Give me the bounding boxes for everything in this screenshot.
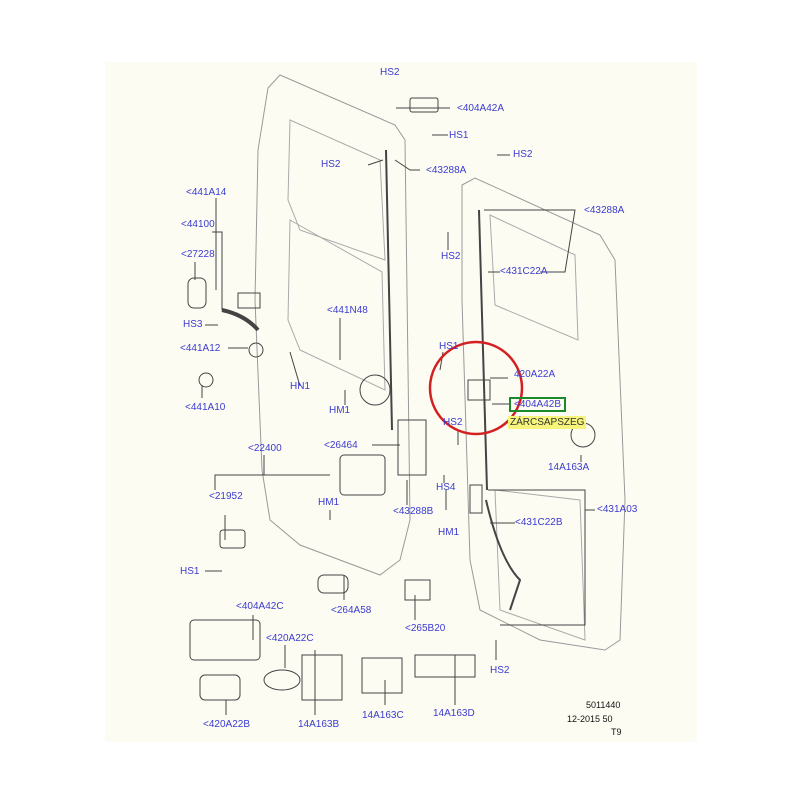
right-door-window-lower xyxy=(494,489,586,641)
label-HS3[interactable]: HS3 xyxy=(183,319,203,330)
latch-part-22400 xyxy=(339,454,386,496)
left-door-window-upper xyxy=(287,119,386,261)
diagram-panel xyxy=(105,62,697,742)
label-HS1[interactable]: HS1 xyxy=(449,130,469,141)
label-HN1[interactable]: HN1 xyxy=(290,381,311,392)
label-441A14[interactable]: <441A14 xyxy=(186,187,227,198)
left-rod xyxy=(385,149,393,431)
part-44100 xyxy=(221,308,260,332)
label-441A12[interactable]: <441A12 xyxy=(180,343,221,354)
label-HS2[interactable]: HS2 xyxy=(443,417,463,428)
label-21952[interactable]: <21952 xyxy=(209,491,243,502)
striker-part-404A42B xyxy=(467,379,491,401)
part-441A10 xyxy=(198,372,214,388)
right-door-outline xyxy=(461,177,626,651)
label-404A42C[interactable]: <404A42C xyxy=(236,601,284,612)
label-14A163D[interactable]: 14A163D xyxy=(433,708,475,719)
label-26464[interactable]: <26464 xyxy=(324,440,358,451)
part-420A22B xyxy=(199,674,241,701)
label-HS2[interactable]: HS2 xyxy=(441,251,461,262)
lock-part-43288B xyxy=(397,419,427,476)
label-43288A[interactable]: <43288A xyxy=(584,205,625,216)
label-HS2[interactable]: HS2 xyxy=(513,149,533,160)
part-27228 xyxy=(187,277,207,309)
part-431A03 xyxy=(469,484,483,514)
label-HS2[interactable]: HS2 xyxy=(490,665,510,676)
label-431C22B[interactable]: <431C22B xyxy=(515,517,563,528)
left-door-window-lower xyxy=(287,219,386,391)
hinge-part-404A42A xyxy=(409,97,439,113)
label-14A163A[interactable]: 14A163A xyxy=(548,462,590,473)
label-HS4[interactable]: HS4 xyxy=(436,482,456,493)
label-43288B[interactable]: <43288B xyxy=(393,506,434,517)
label-431C22A[interactable]: <431C22A xyxy=(500,266,548,277)
part-441A14 xyxy=(237,292,261,309)
diagram-code: T9 xyxy=(611,727,622,737)
part-404A42C xyxy=(189,619,261,661)
part-441N48 xyxy=(359,374,391,406)
label-265B20[interactable]: <265B20 xyxy=(405,623,446,634)
label-441N48[interactable]: <441N48 xyxy=(327,305,368,316)
label-431A03[interactable]: <431A03 xyxy=(597,504,638,515)
right-rod xyxy=(478,209,488,491)
diagram-date: 12-2015 50 xyxy=(567,714,613,724)
label-HS2[interactable]: HS2 xyxy=(321,159,341,170)
part-441A12 xyxy=(248,342,264,358)
part-14A163C xyxy=(361,657,403,694)
label-264A58[interactable]: <264A58 xyxy=(331,605,372,616)
label-44100[interactable]: <44100 xyxy=(181,219,215,230)
right-lower-cable xyxy=(485,499,522,611)
diagram-number: 5011440 xyxy=(586,700,621,710)
part-264A58 xyxy=(317,574,349,594)
highlight-circle xyxy=(428,340,524,436)
part-21952 xyxy=(219,529,246,549)
part-14A163D xyxy=(414,654,476,678)
label-HS1[interactable]: HS1 xyxy=(180,566,200,577)
right-door-window-upper xyxy=(489,214,579,341)
label-420A22A[interactable]: 420A22A xyxy=(514,369,556,380)
label-14A163C[interactable]: 14A163C xyxy=(362,710,404,721)
label-HS2[interactable]: HS2 xyxy=(380,67,400,78)
label-HM1[interactable]: HM1 xyxy=(438,527,460,538)
part-265B20 xyxy=(404,579,431,601)
label-14A163B[interactable]: 14A163B xyxy=(298,719,340,730)
label-27228[interactable]: <27228 xyxy=(181,249,215,260)
label-22400[interactable]: <22400 xyxy=(248,443,282,454)
label-420A22C[interactable]: <420A22C xyxy=(266,633,314,644)
annotation-label: ZÁRCSAPSZEG xyxy=(508,416,587,429)
label-HS1[interactable]: HS1 xyxy=(439,341,459,352)
label-420A22B[interactable]: <420A22B xyxy=(203,719,250,730)
left-door-outline xyxy=(254,74,411,576)
label-441A10[interactable]: <441A10 xyxy=(185,402,226,413)
label-HM1[interactable]: HM1 xyxy=(318,497,340,508)
label-43288A[interactable]: <43288A xyxy=(426,165,467,176)
part-14A163B xyxy=(301,654,343,701)
label-HM1[interactable]: HM1 xyxy=(329,405,351,416)
label-404A42A[interactable]: <404A42A xyxy=(457,103,504,114)
part-420A22C xyxy=(263,669,301,691)
label-404A42B-selected[interactable]: <404A42B xyxy=(509,397,566,412)
